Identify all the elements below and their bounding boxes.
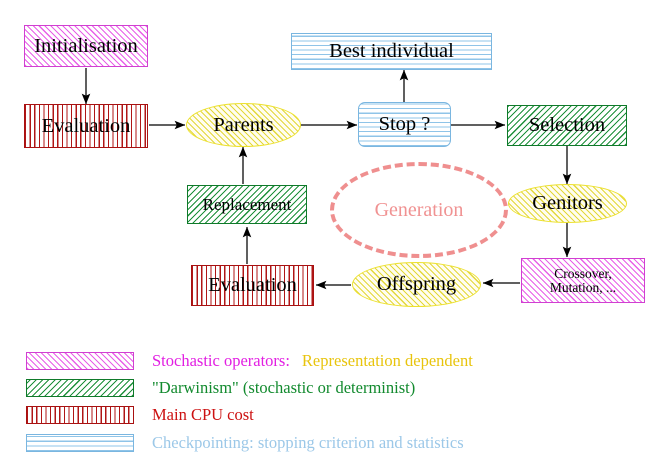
node-selection-label: Selection (528, 114, 606, 137)
node-initialisation-label: Initialisation (34, 34, 138, 57)
legend-label-representation-dependent: Representation dependent (301, 351, 473, 370)
node-evaluation-bottom[interactable]: Evaluation (191, 265, 314, 306)
legend-label-main-cpu-cost: Main CPU cost (152, 405, 254, 424)
node-parents-label: Parents (213, 113, 274, 136)
node-best-individual[interactable]: Best individual (291, 33, 492, 70)
node-stop[interactable]: Stop ? (358, 102, 451, 147)
node-genitors[interactable]: Genitors (508, 184, 627, 223)
legend-row-stochastic: Stochastic operators: Representation dep… (0, 348, 662, 374)
node-crossover-label-line2: Mutation, ... (549, 279, 617, 295)
node-evaluation-top-label: Evaluation (41, 114, 131, 137)
node-genitors-label: Genitors (532, 192, 603, 215)
node-parents[interactable]: Parents (186, 103, 301, 147)
node-evaluation-top[interactable]: Evaluation (24, 104, 148, 148)
legend-label-stochastic-operators: Stochastic operators: (152, 351, 290, 370)
node-replacement[interactable]: Replacement (187, 185, 307, 224)
node-generation-label: Generation (374, 198, 464, 221)
legend-swatch-green-diagonal-hatch (26, 379, 134, 397)
legend-swatch-magenta-diagonal-hatch (26, 352, 134, 370)
node-selection[interactable]: Selection (507, 105, 627, 146)
node-evaluation-bottom-label: Evaluation (208, 274, 297, 297)
node-crossover-label-line1: Crossover, (554, 265, 612, 281)
node-replacement-label: Replacement (202, 194, 292, 214)
node-offspring[interactable]: Offspring (352, 262, 481, 307)
node-stop-label: Stop ? (378, 113, 431, 136)
legend-row-cpu-cost: Main CPU cost (0, 402, 662, 428)
node-initialisation[interactable]: Initialisation (24, 25, 148, 67)
node-crossover-mutation[interactable]: Crossover, Mutation, ... (521, 258, 645, 303)
node-offspring-label: Offspring (376, 273, 457, 296)
node-generation-group: Generation (330, 162, 508, 258)
legend-label-darwinism: "Darwinism" (stochastic or determinist) (152, 378, 416, 397)
node-best-individual-label: Best individual (329, 40, 454, 63)
legend-label-checkpointing: Checkpointing: stopping criterion and st… (152, 433, 464, 452)
legend-row-darwinism: "Darwinism" (stochastic or determinist) (0, 375, 662, 401)
legend-swatch-red-vertical-hatch (26, 406, 134, 424)
legend-swatch-blue-horizontal-hatch (26, 434, 134, 452)
legend-row-checkpointing: Checkpointing: stopping criterion and st… (0, 430, 662, 456)
